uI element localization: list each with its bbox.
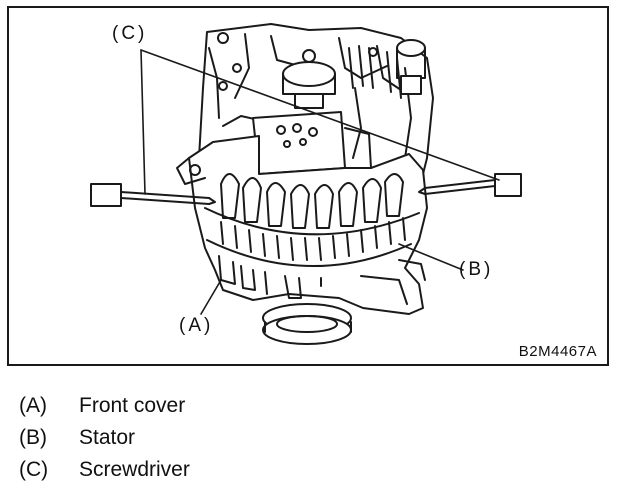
left-screwdriver-icon: [90, 183, 216, 207]
legend-key: (A): [19, 394, 47, 417]
legend-item: (A) Front cover: [19, 390, 579, 422]
leader-b: [398, 243, 464, 271]
leader-c-left: [140, 49, 146, 195]
alternator-illustration: [90, 23, 522, 345]
terminal-post-icon: [396, 39, 426, 95]
legend-label: Screwdriver: [79, 458, 190, 481]
leader-c-right: [140, 49, 500, 181]
legend-label: Front cover: [79, 394, 186, 417]
legend-key: (C): [19, 458, 49, 481]
figure-frame: (C) (B) (A) B2M4467A: [7, 6, 609, 366]
legend-item: (C) Screwdriver: [19, 454, 579, 486]
right-screwdriver-icon: [418, 173, 522, 197]
legend: (A) Front cover (B) Stator (C) Screwdriv…: [19, 390, 579, 486]
callout-c-label: (C): [112, 23, 148, 44]
callout-leaders: [140, 49, 500, 315]
legend-label: Stator: [79, 426, 136, 449]
leader-a: [200, 279, 222, 315]
front-cover-icon: [176, 135, 428, 315]
callout-b-label: (B): [459, 259, 494, 280]
figure-id: B2M4467A: [518, 343, 597, 360]
callout-a-label: (A): [179, 315, 214, 336]
top-connector-icon: [282, 49, 336, 109]
pulley-icon: [262, 303, 352, 345]
legend-key: (B): [19, 426, 47, 449]
legend-item: (B) Stator: [19, 422, 579, 454]
